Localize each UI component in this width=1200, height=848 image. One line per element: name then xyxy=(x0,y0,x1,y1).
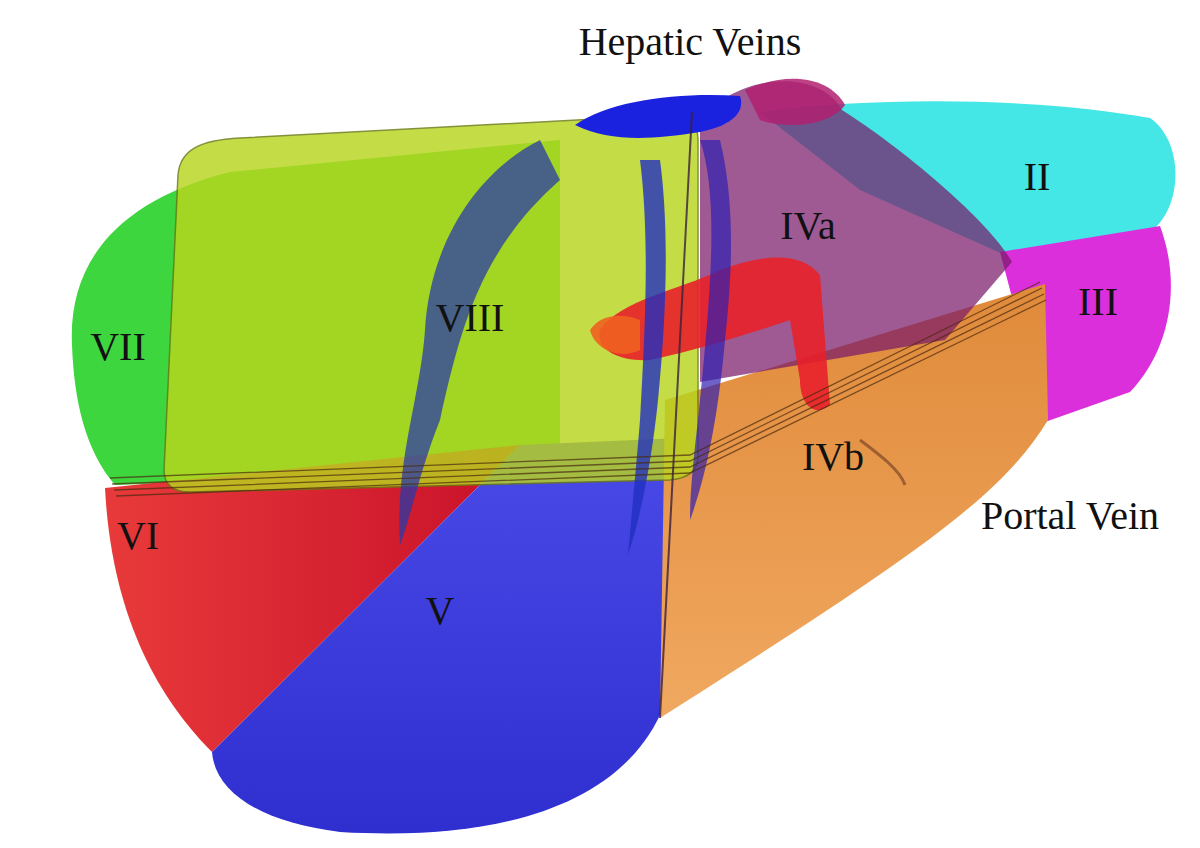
segment-label: IVa xyxy=(780,206,836,246)
segment-label: IVb xyxy=(802,437,864,477)
portal-vein-branch xyxy=(590,316,640,354)
segment-label: VIII xyxy=(436,298,505,338)
vessel-label: Hepatic Veins xyxy=(579,22,802,62)
hepatic-vein-top xyxy=(745,79,845,125)
vessel-label: Portal Vein xyxy=(981,496,1159,536)
surface-fissure xyxy=(860,440,905,485)
cutting-plane xyxy=(110,282,1046,496)
segment-label: III xyxy=(1078,282,1118,322)
segment-label: VI xyxy=(117,516,159,556)
segment-label: II xyxy=(1024,157,1051,197)
segment-iva xyxy=(700,81,1012,382)
hepatic-vein-middle xyxy=(628,160,666,555)
segment-label: VII xyxy=(90,327,146,367)
hepatic-vein xyxy=(575,95,741,138)
segment-v xyxy=(212,438,680,833)
cutting-plane-vertical xyxy=(660,112,692,718)
segment-label: V xyxy=(426,591,455,631)
